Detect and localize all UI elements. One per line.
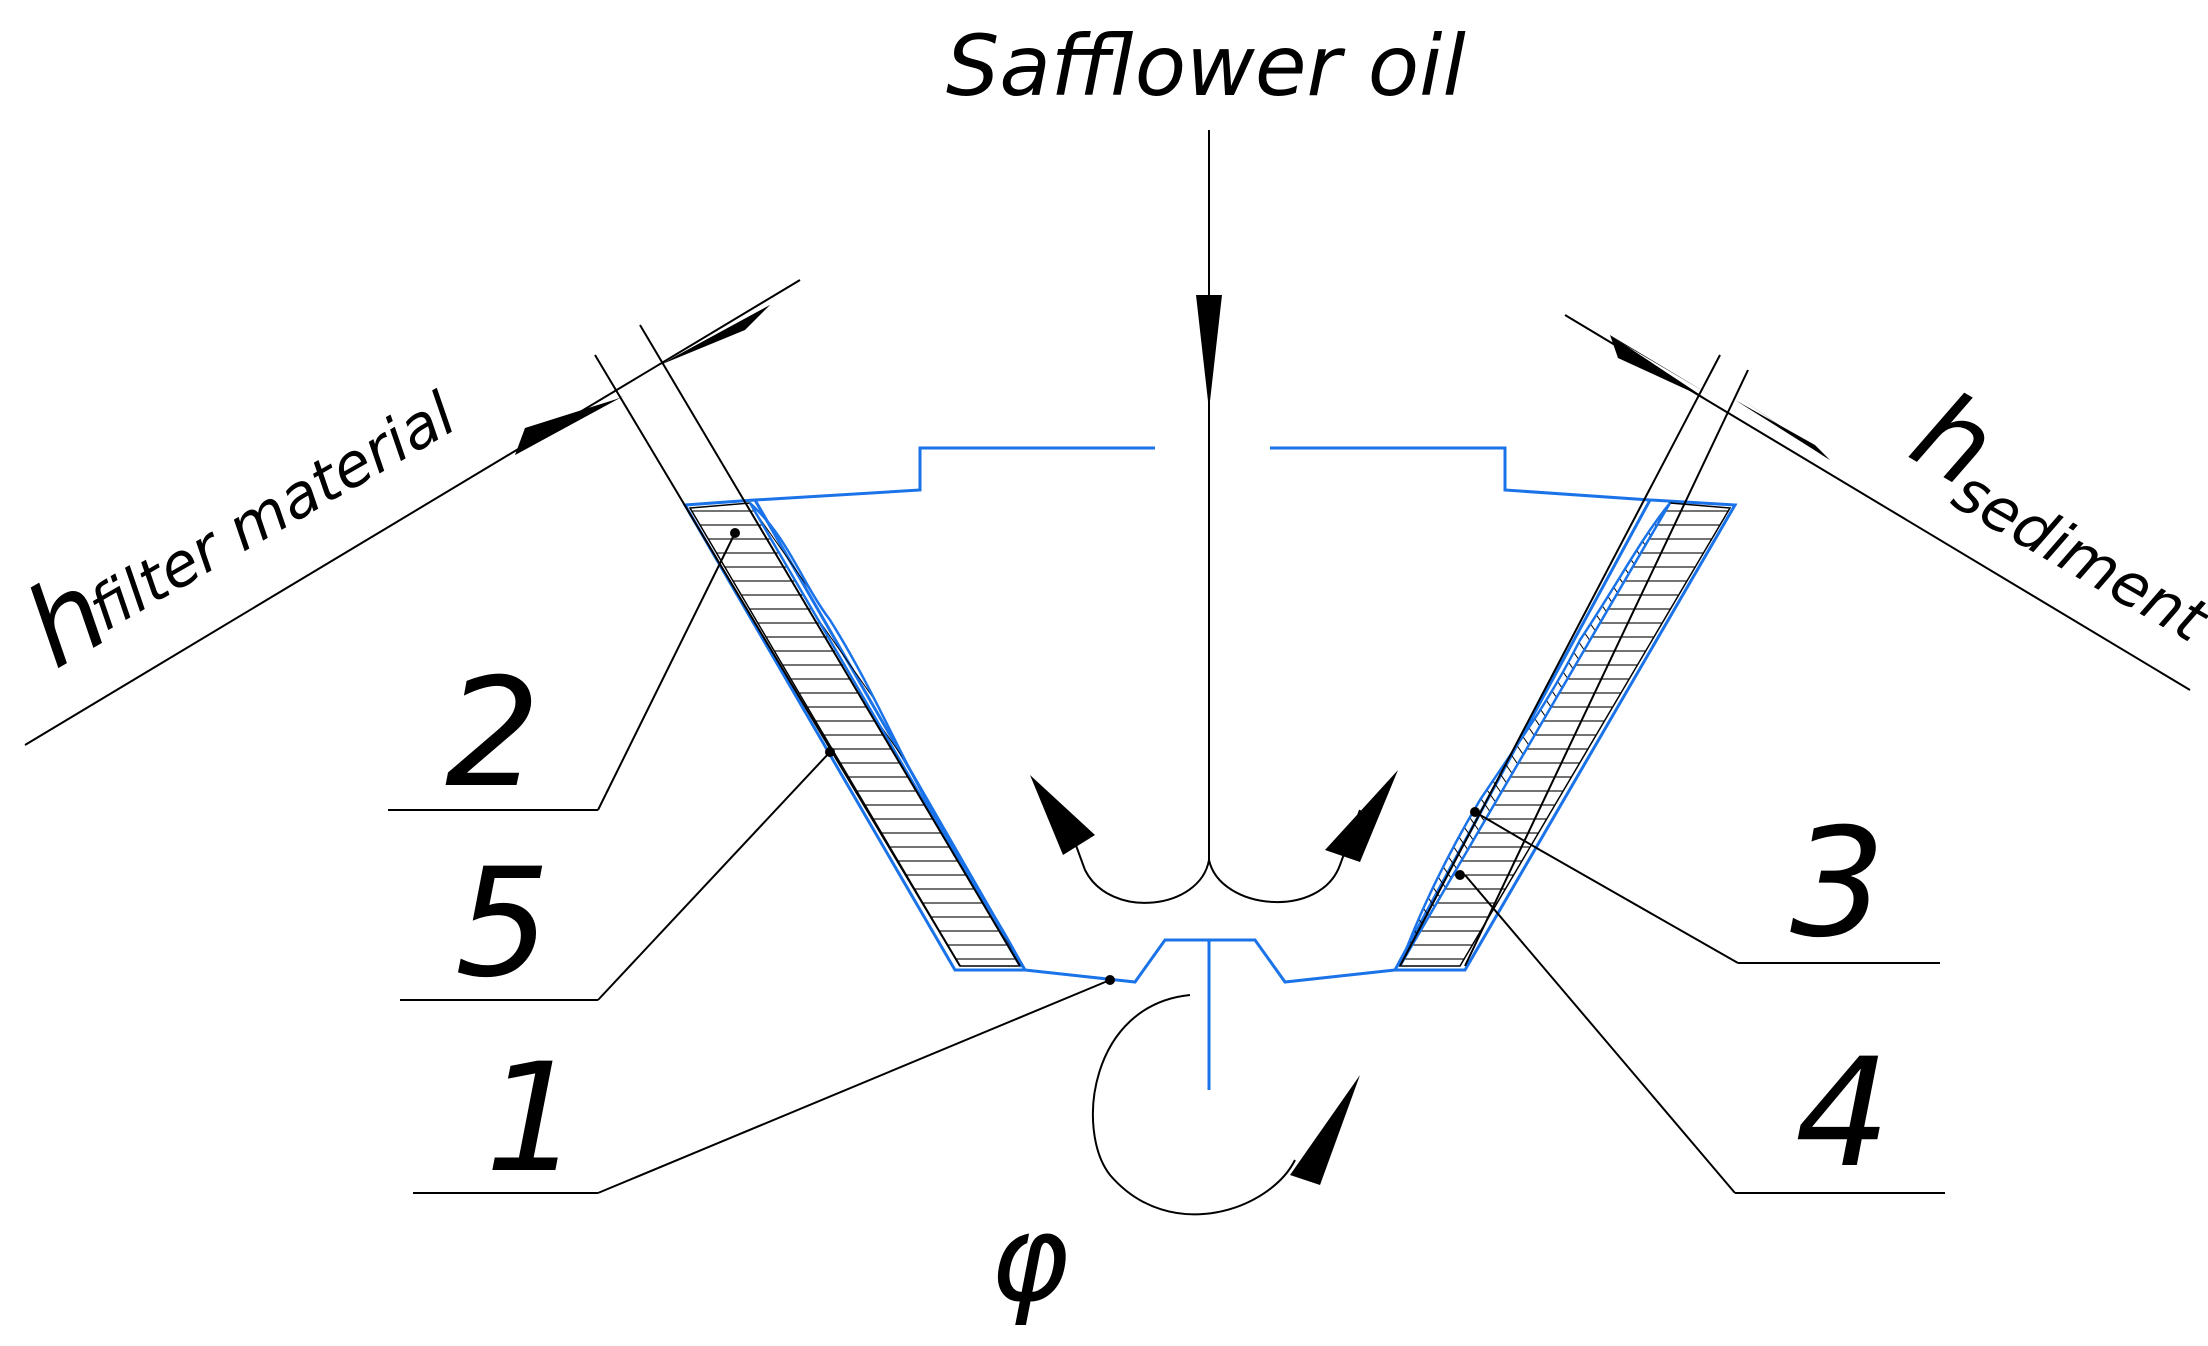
inflow-arrow — [1196, 130, 1222, 860]
callout-leaders — [388, 528, 1945, 1194]
rotation-symbol: φ — [990, 1190, 1069, 1329]
right-filter-material — [1398, 502, 1732, 967]
distribution-arrows — [1030, 770, 1398, 904]
dimension-filter-material — [24, 279, 1021, 967]
label-h-sediment: h sediment — [1892, 367, 2208, 658]
dimension-sediment — [1399, 314, 2191, 967]
flow-title: Safflower oil — [946, 17, 1466, 115]
callout-5: 5 — [455, 837, 550, 1011]
left-filter-material — [688, 502, 1024, 968]
bowl-outline — [682, 446, 1738, 1090]
callout-1: 1 — [485, 1032, 580, 1206]
callout-3: 3 — [1790, 797, 1885, 971]
callout-4: 4 — [1795, 1027, 1890, 1201]
rotation-arrow — [1091, 994, 1360, 1216]
callout-2: 2 — [445, 647, 540, 821]
label-h-filter-material: h filter material — [4, 379, 468, 692]
svg-text:filter material: filter material — [77, 379, 467, 645]
svg-text:sediment: sediment — [1941, 456, 2208, 658]
